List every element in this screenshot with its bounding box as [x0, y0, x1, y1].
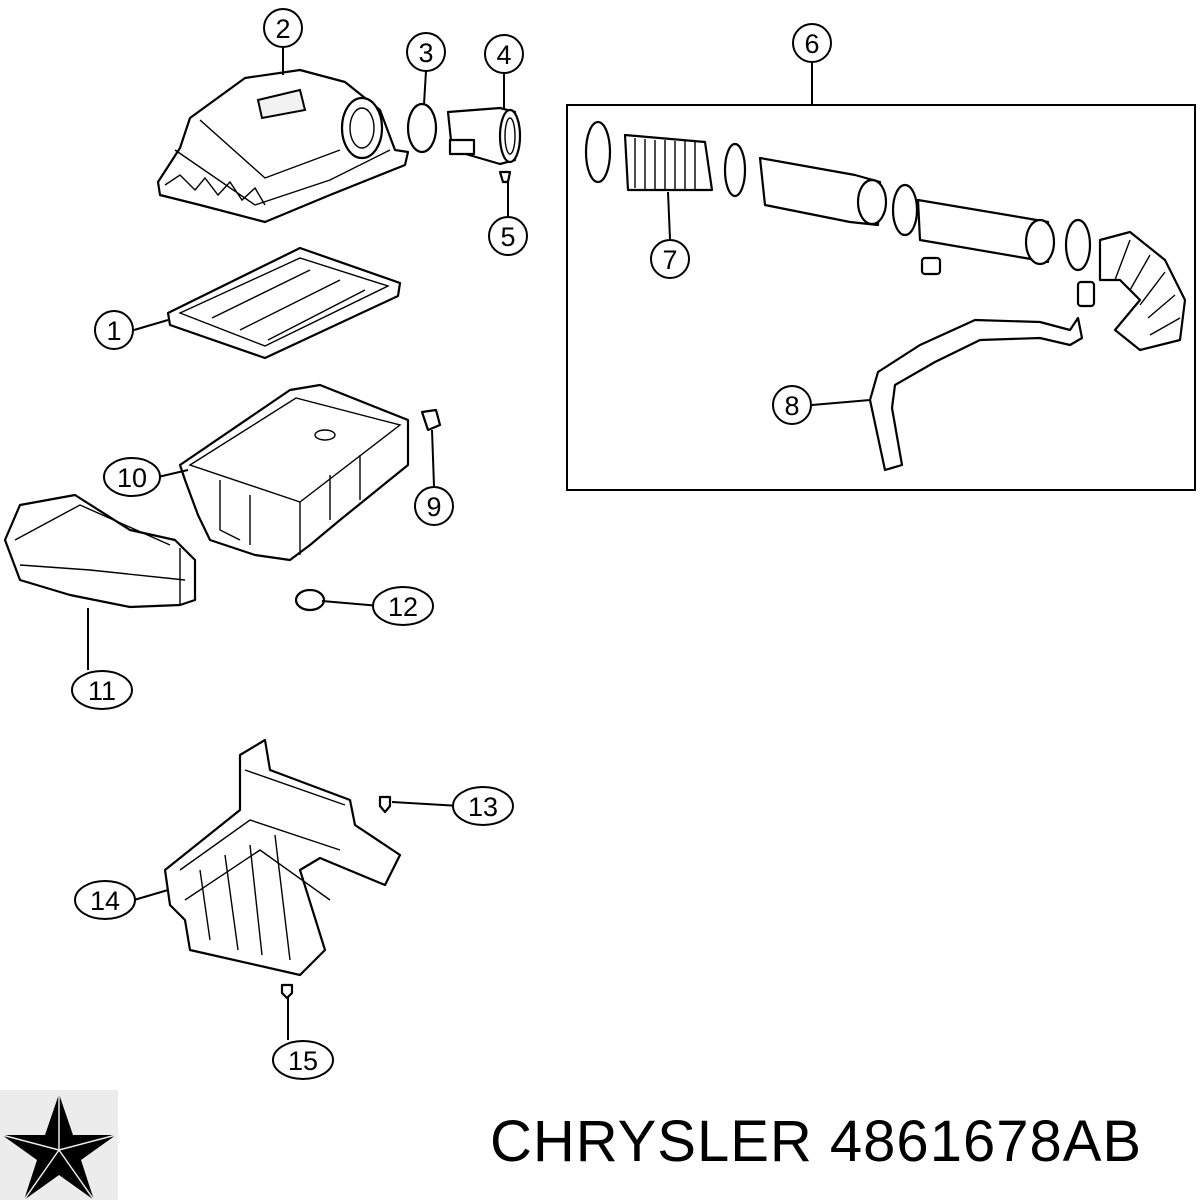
- svg-text:3: 3: [418, 38, 433, 68]
- callout-4: 4: [484, 34, 524, 74]
- svg-text:14: 14: [90, 886, 120, 916]
- brand-part-number: CHRYSLER 4861678AB: [490, 1109, 1143, 1174]
- svg-text:2: 2: [275, 14, 290, 44]
- callout-15: 15: [272, 1040, 334, 1080]
- callout-2: 2: [263, 8, 303, 48]
- callout-6: 6: [792, 23, 832, 63]
- svg-text:7: 7: [662, 245, 677, 275]
- svg-text:10: 10: [117, 463, 147, 493]
- part-air-box-housing: [178, 383, 410, 562]
- part-intake-duct: [3, 493, 197, 609]
- part-bolt-13: [378, 795, 392, 814]
- part-plug: [294, 588, 326, 612]
- callout-9: 9: [414, 486, 454, 526]
- chrysler-pentastar-logo: [0, 1090, 118, 1200]
- svg-text:1: 1: [106, 316, 121, 346]
- svg-text:8: 8: [784, 391, 799, 421]
- part-air-cleaner-cover: [156, 68, 410, 224]
- svg-text:5: 5: [500, 222, 515, 252]
- svg-text:9: 9: [426, 492, 441, 522]
- part-air-filter: [166, 246, 402, 360]
- part-clip: [420, 408, 442, 432]
- callout-11: 11: [71, 670, 133, 710]
- svg-text:13: 13: [468, 792, 498, 822]
- part-bolt-15: [280, 983, 294, 1000]
- svg-text:12: 12: [388, 592, 418, 622]
- callout-13: 13: [452, 786, 514, 826]
- part-tray-bracket: [163, 738, 402, 977]
- callout-10: 10: [103, 457, 161, 497]
- part-maf-sensor: [446, 106, 522, 166]
- callout-3: 3: [406, 32, 446, 72]
- callout-12: 12: [372, 586, 434, 626]
- svg-text:6: 6: [804, 29, 819, 59]
- svg-text:15: 15: [288, 1046, 318, 1076]
- svg-text:11: 11: [88, 676, 116, 706]
- callout-5: 5: [488, 216, 528, 256]
- svg-text:4: 4: [496, 40, 511, 70]
- inset-frame: [566, 104, 1196, 491]
- callout-14: 14: [74, 880, 136, 920]
- part-clean-air-duct-assembly: [584, 120, 1187, 472]
- callout-8: 8: [772, 385, 812, 425]
- callout-1: 1: [94, 310, 134, 350]
- callout-7: 7: [650, 239, 690, 279]
- part-o-ring: [406, 102, 438, 154]
